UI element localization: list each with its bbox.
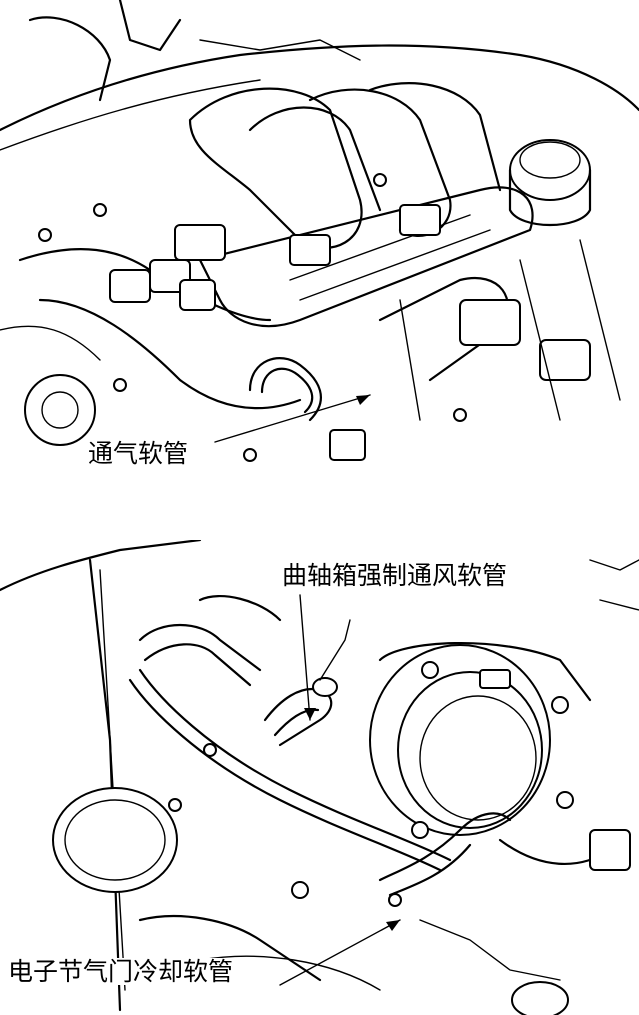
engine-top-illustration: 通气软管	[0, 0, 639, 478]
vent-hose-label: 通气软管	[86, 439, 191, 468]
throttle-body-drawing	[0, 540, 639, 1015]
engine-intake-drawing	[0, 0, 639, 462]
pcv-hose-label: 曲轴箱强制通风软管	[280, 561, 510, 590]
engine-bottom-illustration	[0, 540, 639, 1015]
etc-cooling-hose-label: 电子节气门冷却软管	[6, 957, 236, 986]
